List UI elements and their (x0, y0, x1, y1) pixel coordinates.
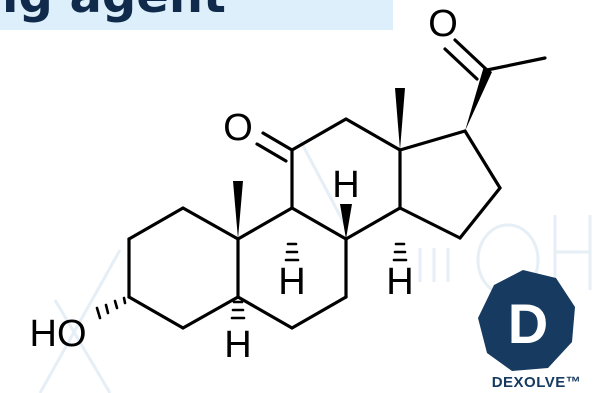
banner-title: ig agent (2, 0, 226, 22)
brand-name: DEXOLVE™ (491, 374, 582, 391)
hydrogen-c8-label: H (332, 164, 359, 206)
bond-lines (127, 38, 547, 330)
hydrogen-c14-label: H (386, 261, 413, 303)
watermark-pattern (38, 139, 592, 393)
hydrogen-c5-label: H (224, 324, 251, 366)
logo-letter: D (508, 292, 548, 355)
ketone-oxygen-label: O (223, 107, 253, 149)
dexolve-logo-icon: D (478, 270, 575, 371)
hashed-bonds (95, 242, 408, 320)
hydrogen-c9-label: H (278, 261, 305, 303)
wedge-bonds (233, 66, 492, 239)
hydroxyl-label: HO (30, 313, 87, 355)
acetyl-oxygen-label: O (428, 3, 458, 45)
title-banner: ig agent (0, 0, 393, 30)
